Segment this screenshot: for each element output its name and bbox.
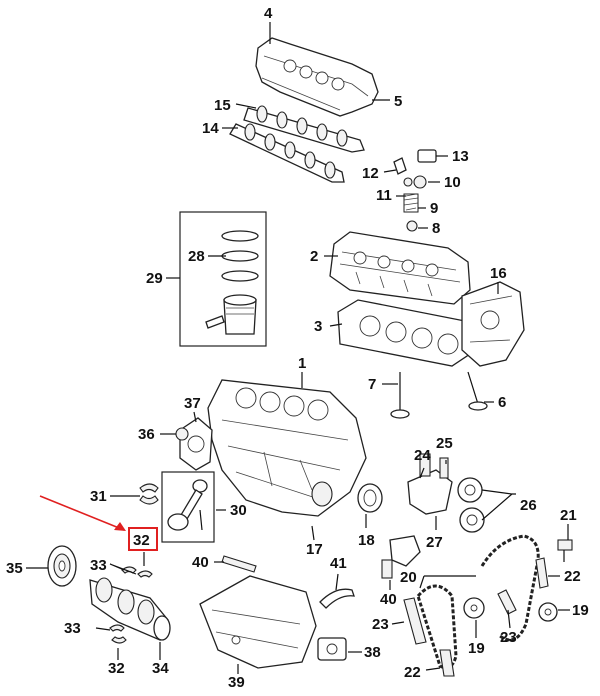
label-22-left: 22 bbox=[404, 664, 421, 681]
timing-chain bbox=[416, 534, 540, 670]
label-13: 13 bbox=[452, 148, 469, 165]
bearing-shells-31 bbox=[139, 483, 159, 505]
crankshaft bbox=[89, 577, 171, 641]
oil-pan bbox=[199, 575, 317, 669]
label-30: 30 bbox=[230, 502, 247, 519]
highlight-box bbox=[128, 527, 158, 551]
coolant-outlet bbox=[381, 535, 421, 579]
label-39: 39 bbox=[228, 674, 245, 691]
label-12: 12 bbox=[362, 165, 379, 182]
timing-cover bbox=[461, 281, 525, 367]
label-38: 38 bbox=[364, 644, 381, 661]
label-19: 19 bbox=[572, 602, 589, 619]
cylinder-head bbox=[329, 231, 471, 305]
oil-pump bbox=[317, 637, 347, 661]
label-23-right: 23 bbox=[500, 629, 517, 646]
cam-gears bbox=[457, 477, 485, 533]
label-14: 14 bbox=[202, 120, 219, 137]
crank-pulley bbox=[47, 545, 77, 587]
label-15: 15 bbox=[214, 97, 231, 114]
label-1: 1 bbox=[298, 355, 306, 372]
label-2: 2 bbox=[310, 248, 318, 265]
label-11: 11 bbox=[376, 187, 392, 204]
label-29: 29 bbox=[146, 270, 163, 287]
oil-pickup bbox=[221, 555, 355, 609]
label-24: 24 bbox=[414, 447, 431, 464]
label-22-right: 22 bbox=[564, 568, 581, 585]
label-41: 41 bbox=[330, 555, 347, 572]
bolt-21 bbox=[557, 539, 573, 562]
highlight-arrow bbox=[39, 495, 126, 531]
tensioner-assembly bbox=[407, 453, 453, 515]
label-17: 17 bbox=[306, 541, 323, 558]
label-21: 21 bbox=[560, 507, 577, 524]
label-28: 28 bbox=[188, 248, 205, 265]
leader-lines bbox=[26, 22, 570, 674]
label-10: 10 bbox=[444, 174, 461, 191]
label-32-highlighted: 32 bbox=[133, 532, 150, 549]
valves bbox=[390, 371, 488, 419]
label-19-lower: 19 bbox=[468, 640, 485, 657]
connecting-rod-box bbox=[161, 471, 215, 543]
label-5: 5 bbox=[394, 93, 402, 110]
label-16: 16 bbox=[490, 265, 507, 282]
camshaft-lower bbox=[229, 123, 345, 183]
piston-kit-box bbox=[179, 211, 267, 347]
label-23-left: 23 bbox=[372, 616, 389, 633]
engine-block bbox=[207, 379, 367, 517]
label-40-lower: 40 bbox=[380, 591, 397, 608]
label-18: 18 bbox=[358, 532, 375, 549]
rear-seal bbox=[175, 417, 213, 471]
chain-guides bbox=[403, 557, 549, 677]
label-31: 31 bbox=[90, 488, 107, 505]
label-32-lower: 32 bbox=[108, 660, 125, 677]
label-37: 37 bbox=[184, 395, 201, 412]
label-33-lower: 33 bbox=[64, 620, 81, 637]
label-25: 25 bbox=[436, 435, 453, 452]
label-34: 34 bbox=[152, 660, 169, 677]
label-36: 36 bbox=[138, 426, 155, 443]
label-27: 27 bbox=[426, 534, 443, 551]
label-4: 4 bbox=[264, 5, 273, 22]
head-gasket bbox=[337, 299, 471, 367]
label-7: 7 bbox=[368, 376, 376, 393]
main-bearings bbox=[109, 566, 153, 644]
label-33-upper: 33 bbox=[90, 557, 107, 574]
label-20: 20 bbox=[400, 569, 417, 586]
camshaft-upper bbox=[243, 105, 365, 153]
small-parts-cluster bbox=[393, 149, 437, 232]
label-35: 35 bbox=[6, 560, 23, 577]
label-26: 26 bbox=[520, 497, 537, 514]
label-6: 6 bbox=[498, 394, 506, 411]
label-8: 8 bbox=[432, 220, 440, 237]
label-3: 3 bbox=[314, 318, 322, 335]
sprockets bbox=[463, 597, 558, 622]
label-40-upper: 40 bbox=[192, 554, 209, 571]
valve-cover bbox=[255, 37, 379, 117]
front-seal bbox=[311, 481, 383, 513]
label-9: 9 bbox=[430, 200, 438, 217]
callout-labels: 4 5 15 14 12 13 10 11 9 8 28 29 2 16 3 1… bbox=[6, 5, 589, 691]
